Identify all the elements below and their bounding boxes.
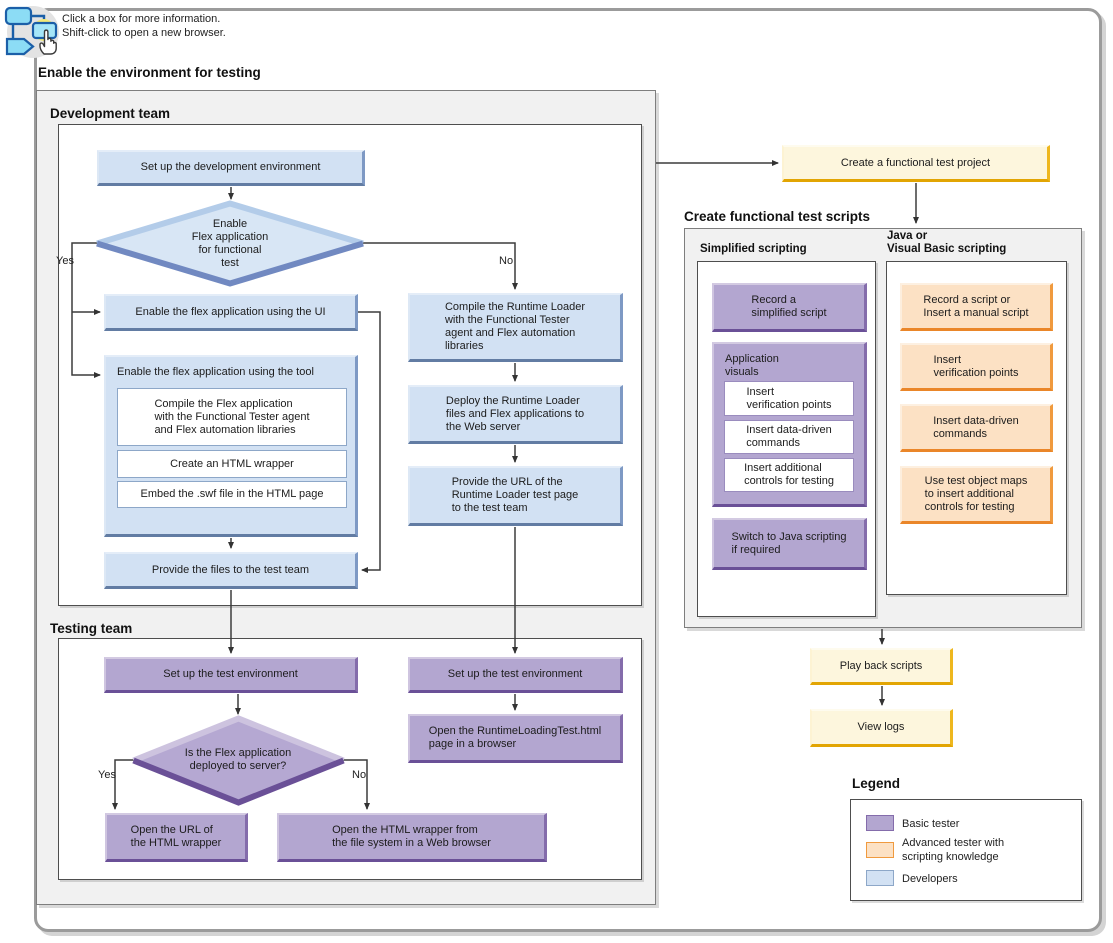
node-open-wrapper-filesystem[interactable]: Open the HTML wrapper from the file syst… xyxy=(277,813,547,862)
node-play-back-scripts[interactable]: Play back scripts xyxy=(810,648,953,685)
node-enable-flex-tool-title: Enable the flex application using the to… xyxy=(117,366,314,378)
node-compile-flex-app[interactable]: Compile the Flex application with the Fu… xyxy=(117,388,347,446)
legend-label-advanced-tester: Advanced tester with scripting knowledge xyxy=(902,837,1005,863)
node-jvb-insert-verification-points[interactable]: Insert verification points xyxy=(900,343,1053,391)
decision-enable-flex-label: Enable Flex application for functional t… xyxy=(191,218,269,269)
node-open-url-wrapper[interactable]: Open the URL of the HTML wrapper xyxy=(105,813,248,862)
node-create-html-wrapper[interactable]: Create an HTML wrapper xyxy=(117,450,347,478)
node-setup-test-env-left[interactable]: Set up the test environment xyxy=(104,657,358,693)
node-setup-dev-environment[interactable]: Set up the development environment xyxy=(97,150,365,186)
testing-no-label: No xyxy=(352,769,367,781)
node-embed-swf[interactable]: Embed the .swf file in the HTML page xyxy=(117,481,347,508)
node-create-test-project[interactable]: Create a functional test project xyxy=(782,145,1050,182)
simplified-scripting-title: Simplified scripting xyxy=(700,243,807,255)
node-insert-verification-points[interactable]: Insert verification points xyxy=(724,381,854,416)
node-open-runtime-test-page[interactable]: Open the RuntimeLoadingTest.html page in… xyxy=(408,714,623,763)
dev-yes-label: Yes xyxy=(56,255,74,267)
node-application-visuals-title: Application visuals xyxy=(725,353,779,378)
node-insert-data-driven[interactable]: Insert data-driven commands xyxy=(724,420,854,454)
decision-deployed-label: Is the Flex application deployed to serv… xyxy=(184,747,292,772)
decision-enable-flex[interactable] xyxy=(93,199,367,293)
dev-no-label: No xyxy=(499,255,514,267)
testing-yes-label: Yes xyxy=(98,769,116,781)
node-record-simplified-script[interactable]: Record a simplified script xyxy=(712,283,867,332)
node-compile-runtime-loader[interactable]: Compile the Runtime Loader with the Func… xyxy=(408,293,623,362)
node-enable-flex-tool[interactable]: Enable the flex application using the to… xyxy=(104,355,358,537)
legend-swatch-advanced-tester xyxy=(866,842,894,858)
testing-team-title: Testing team xyxy=(50,621,133,636)
node-view-logs[interactable]: View logs xyxy=(810,709,953,747)
create-scripts-title: Create functional test scripts xyxy=(684,209,871,224)
node-provide-url[interactable]: Provide the URL of the Runtime Loader te… xyxy=(408,466,623,526)
java-vb-scripting-title: Java or Visual Basic scripting xyxy=(887,230,1007,255)
legend-title: Legend xyxy=(852,776,901,791)
node-provide-files[interactable]: Provide the files to the test team xyxy=(104,552,358,589)
node-switch-java-scripting[interactable]: Switch to Java scripting if required xyxy=(712,518,867,570)
node-record-or-manual-script[interactable]: Record a script or Insert a manual scrip… xyxy=(900,283,1053,331)
node-jvb-insert-data-driven[interactable]: Insert data-driven commands xyxy=(900,404,1053,452)
node-deploy-runtime-loader[interactable]: Deploy the Runtime Loader files and Flex… xyxy=(408,385,623,444)
flowchart-click-icon xyxy=(3,2,61,65)
enable-environment-title: Enable the environment for testing xyxy=(38,65,261,80)
instructions-text: Click a box for more information. Shift-… xyxy=(62,13,226,39)
legend-label-developers: Developers xyxy=(902,873,958,885)
development-team-title: Development team xyxy=(50,106,171,121)
node-application-visuals[interactable]: Application visuals Insert verification … xyxy=(712,342,867,507)
legend-label-basic-tester: Basic tester xyxy=(902,818,960,830)
decision-deployed-to-server[interactable] xyxy=(129,714,348,812)
node-insert-additional-controls[interactable]: Insert additional controls for testing xyxy=(724,458,854,492)
node-setup-test-env-right[interactable]: Set up the test environment xyxy=(408,657,623,693)
legend-swatch-basic-tester xyxy=(866,815,894,831)
node-use-test-object-maps[interactable]: Use test object maps to insert additiona… xyxy=(900,466,1053,524)
node-enable-flex-ui[interactable]: Enable the flex application using the UI xyxy=(104,294,358,331)
legend-swatch-developers xyxy=(866,870,894,886)
